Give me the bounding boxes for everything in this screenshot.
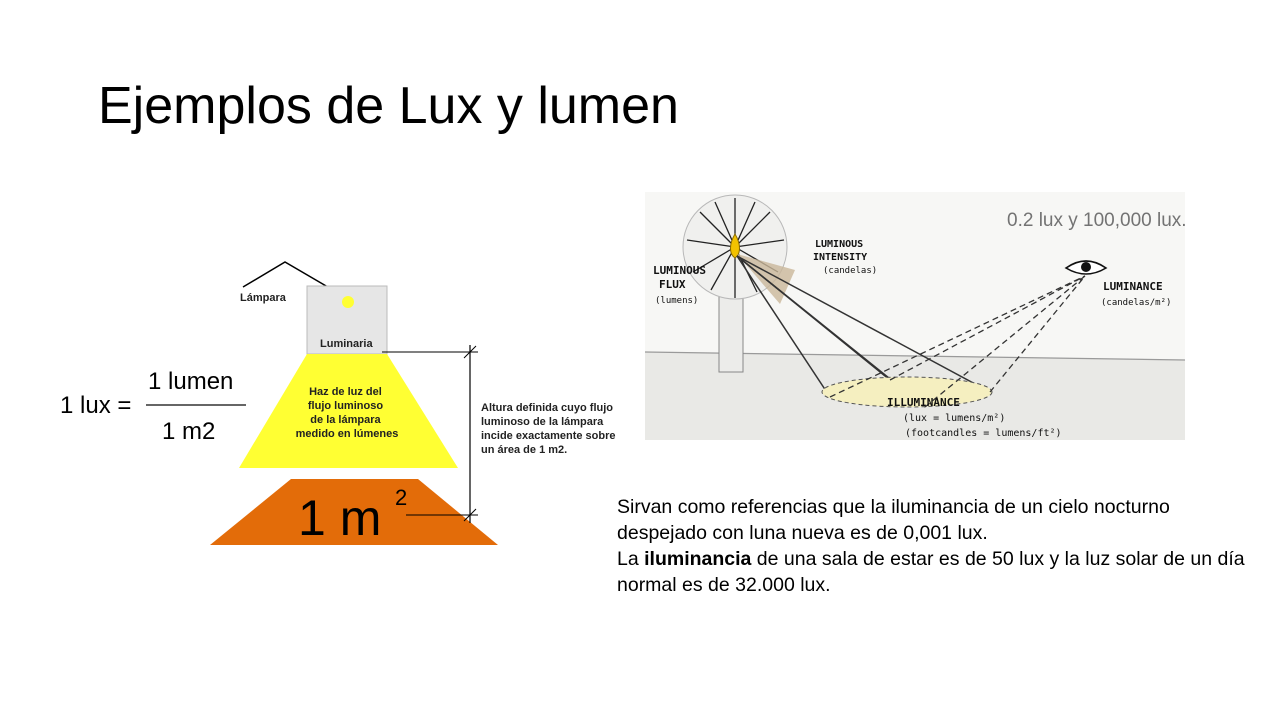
light-beam <box>239 354 458 468</box>
luminance-label: LUMINANCE (candelas/m²) <box>1101 280 1171 308</box>
intensity-label: LUMINOUS INTENSITY (candelas) <box>813 239 877 276</box>
illuminance-label: ILLUMINANCE (lux = lumens/m²) (footcandl… <box>887 396 1062 439</box>
reflected-rays <box>829 275 1086 408</box>
illuminated-area <box>821 376 993 408</box>
lamp-label: Lámpara <box>240 292 287 304</box>
height-description: Altura definida cuyo flujo luminoso de l… <box>481 402 619 456</box>
body-paragraph-1: Sirvan como referencias que la iluminanc… <box>617 496 1170 544</box>
body-paragraph-2: La iluminancia de una sala de estar es d… <box>617 548 1245 596</box>
lamp-icon <box>342 296 354 308</box>
lux-definition-diagram: 1 lux = 1 lumen 1 m2 Lámpara Luminaria H… <box>60 261 619 546</box>
body-text: Sirvan como referencias que la iluminanc… <box>617 494 1257 598</box>
flame-icon <box>730 233 740 259</box>
area-superscript: 2 <box>395 485 407 510</box>
formula-numerator: 1 lumen <box>148 368 233 395</box>
photometry-sketch: LUMINOUS FLUX (lumens) LUMINOUS INTENSIT… <box>645 192 1185 440</box>
luminaire-label: Luminaria <box>320 338 373 350</box>
formula-left: 1 lux = <box>60 392 131 419</box>
lamp-post <box>718 286 744 373</box>
beam-description: Haz de luz del flujo luminoso de la lámp… <box>296 386 399 440</box>
area-label: 1 m <box>298 490 381 546</box>
formula-denominator: 1 m2 <box>162 418 215 445</box>
slide-title: Ejemplos de Lux y lumen <box>98 77 679 135</box>
lux-range-caption: 0.2 lux y 100,000 lux. <box>1007 210 1187 231</box>
bold-term: iluminancia <box>644 548 752 570</box>
area-shape <box>210 479 498 545</box>
flux-label: LUMINOUS FLUX (lumens) <box>653 264 713 306</box>
lamp-arrow <box>242 261 346 298</box>
